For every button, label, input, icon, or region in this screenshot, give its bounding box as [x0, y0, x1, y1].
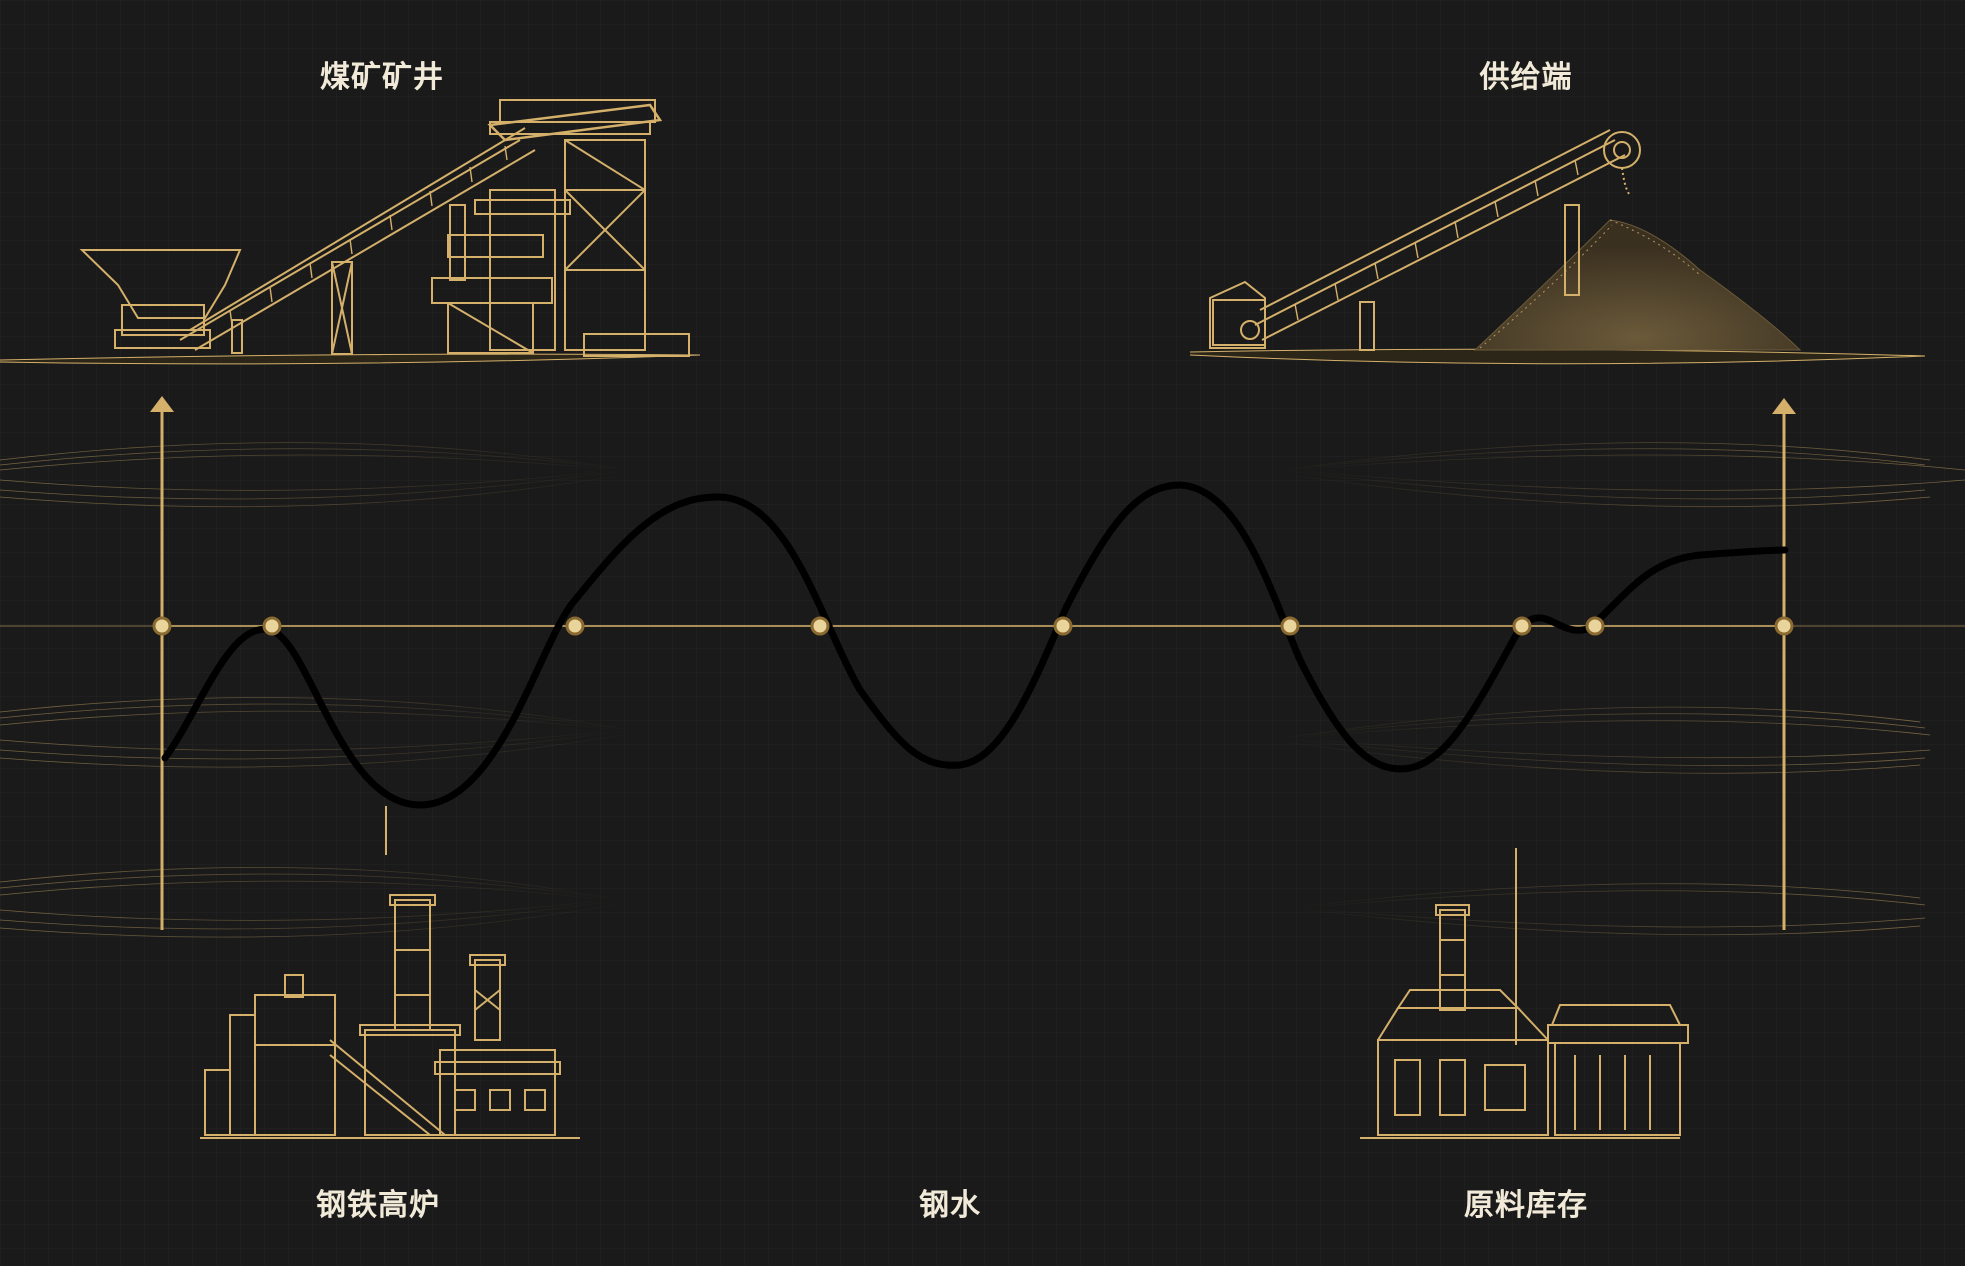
marker-9 [1774, 616, 1794, 636]
contour-bands [0, 442, 1965, 938]
blast-furnace-label: 钢铁高炉 [316, 1188, 440, 1223]
left-vertical-arrow [150, 396, 174, 930]
marker-1 [152, 616, 172, 636]
supply-end-label: 供给端 [1479, 60, 1573, 95]
marker-4 [810, 616, 830, 636]
marker-3 [565, 616, 585, 636]
coal-mine-label: 煤矿矿井 [320, 60, 444, 95]
coal-mine-conveyor-icon [0, 99, 701, 365]
right-vertical-arrow [1772, 398, 1796, 930]
molten-steel-label: 钢水 [919, 1188, 981, 1223]
marker-7 [1512, 616, 1532, 636]
marker-8 [1585, 616, 1605, 636]
raw-material-stock-label: 原料库存 [1464, 1188, 1588, 1223]
steel-blast-furnace-icon [200, 806, 580, 1139]
marker-6 [1280, 616, 1300, 636]
marker-5 [1053, 616, 1073, 636]
supply-conveyor-stockpile-icon [1189, 129, 1926, 365]
marker-2 [262, 616, 282, 636]
timeline-markers [152, 616, 1794, 636]
raw-material-warehouse-icon [1360, 848, 1689, 1139]
